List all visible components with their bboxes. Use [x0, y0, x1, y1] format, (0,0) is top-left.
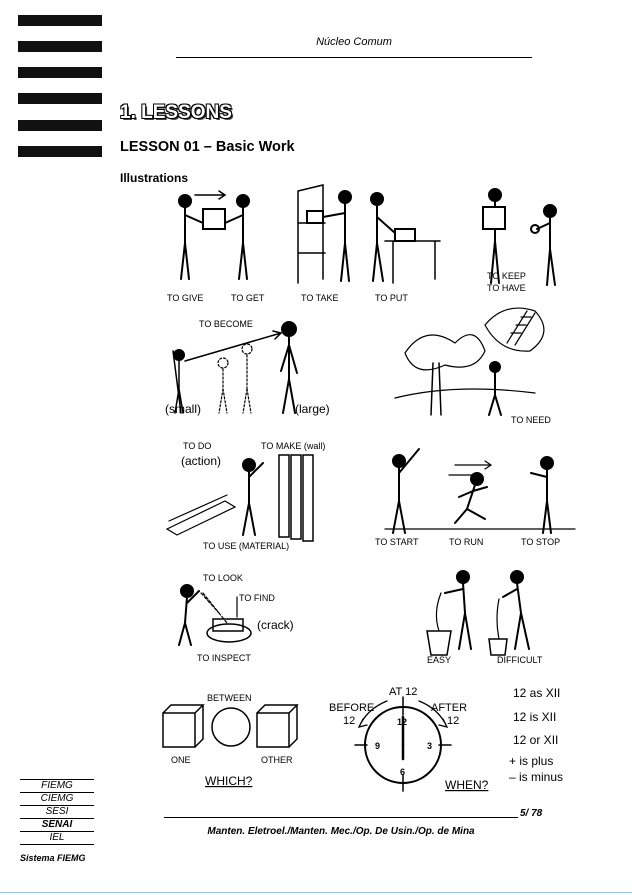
inspect-drawing	[178, 584, 252, 646]
become-drawing	[172, 321, 298, 414]
svg-text:TO FIND: TO FIND	[239, 593, 275, 603]
svg-text:BETWEEN: BETWEEN	[207, 693, 252, 703]
svg-text:TO USE (MATERIAL): TO USE (MATERIAL)	[203, 541, 289, 551]
logo-row: CIEMG	[20, 792, 94, 805]
svg-text:TO LOOK: TO LOOK	[203, 573, 243, 583]
illustrations-figure: TO GIVE TO GET TO TAKE TO PUT TO KEEP TO…	[162, 184, 576, 792]
page-number: 5/ 78	[520, 808, 543, 819]
keep-have-drawing	[482, 188, 557, 286]
need-drawing	[394, 307, 545, 416]
section-title: 1. LESSONS	[120, 102, 232, 123]
side-bar	[18, 93, 102, 104]
svg-text:9: 9	[375, 741, 380, 751]
fiemg-logo: FIEMG CIEMG SESI SENAI IEL	[20, 779, 94, 845]
svg-text:(large): (large)	[295, 402, 330, 416]
svg-text:EASY: EASY	[427, 655, 451, 665]
svg-text:+ is plus: + is plus	[509, 754, 553, 768]
footer-rule	[164, 817, 518, 818]
svg-text:AT 12: AT 12	[389, 686, 417, 698]
svg-text:TO TAKE: TO TAKE	[301, 293, 339, 303]
logo-row: SENAI	[20, 818, 94, 831]
svg-text:DIFFICULT: DIFFICULT	[497, 655, 543, 665]
between-drawing	[162, 704, 299, 748]
svg-text:TO INSPECT: TO INSPECT	[197, 653, 251, 663]
side-bar	[18, 120, 102, 131]
svg-text:12: 12	[447, 715, 459, 727]
svg-text:AFTER: AFTER	[431, 702, 467, 714]
logo-row: FIEMG	[20, 779, 94, 792]
svg-text:TO MAKE (wall): TO MAKE (wall)	[261, 441, 325, 451]
page-edge	[0, 892, 632, 893]
svg-text:12: 12	[343, 715, 355, 727]
svg-text:12 as XII: 12 as XII	[513, 686, 560, 700]
svg-text:BEFORE: BEFORE	[329, 702, 374, 714]
svg-text:TO PUT: TO PUT	[375, 293, 408, 303]
lesson-title: LESSON 01 – Basic Work	[120, 139, 295, 155]
svg-text:ONE: ONE	[171, 755, 191, 765]
svg-text:TO STOP: TO STOP	[521, 537, 560, 547]
svg-text:3: 3	[427, 741, 432, 751]
start-run-stop-drawing	[384, 448, 576, 534]
side-bar	[18, 15, 102, 26]
take-put-drawing	[297, 184, 441, 284]
make-wall-drawing	[165, 454, 314, 542]
svg-text:TO BECOME: TO BECOME	[199, 319, 253, 329]
svg-text:– is minus: – is minus	[509, 770, 563, 784]
svg-text:TO GET: TO GET	[231, 293, 265, 303]
easy-difficult-drawing	[426, 570, 530, 656]
svg-text:TO GIVE: TO GIVE	[167, 293, 203, 303]
svg-text:(crack): (crack)	[257, 618, 294, 632]
svg-text:TO DO: TO DO	[183, 441, 211, 451]
svg-text:(small): (small)	[165, 402, 201, 416]
svg-text:WHEN?: WHEN?	[445, 778, 489, 792]
svg-text:TO RUN: TO RUN	[449, 537, 483, 547]
svg-text:12: 12	[397, 717, 407, 727]
header-rule	[176, 57, 532, 58]
logo-subtitle: Sistema FIEMG	[20, 853, 86, 863]
side-bar	[18, 41, 102, 52]
side-bar	[18, 146, 102, 157]
svg-text:(action): (action)	[181, 454, 221, 468]
svg-text:TO KEEP: TO KEEP	[487, 271, 526, 281]
footer-course: Manten. Eletroel./Manten. Mec./Op. De Us…	[207, 826, 475, 837]
svg-text:OTHER: OTHER	[261, 755, 293, 765]
svg-text:TO HAVE: TO HAVE	[487, 283, 526, 293]
svg-text:6: 6	[400, 767, 405, 777]
svg-text:TO START: TO START	[375, 537, 419, 547]
clock-drawing	[354, 696, 452, 792]
svg-text:WHICH?: WHICH?	[205, 774, 253, 788]
svg-text:12 is XII: 12 is XII	[513, 710, 556, 724]
give-get-drawing	[178, 190, 250, 280]
logo-row: SESI	[20, 805, 94, 818]
side-bar	[18, 67, 102, 78]
logo-row: IEL	[20, 831, 94, 845]
illustrations-heading: Illustrations	[120, 171, 189, 185]
svg-text:12 or XII: 12 or XII	[513, 733, 558, 747]
svg-text:TO NEED: TO NEED	[511, 415, 551, 425]
header-title: Núcleo Comum	[316, 36, 392, 48]
